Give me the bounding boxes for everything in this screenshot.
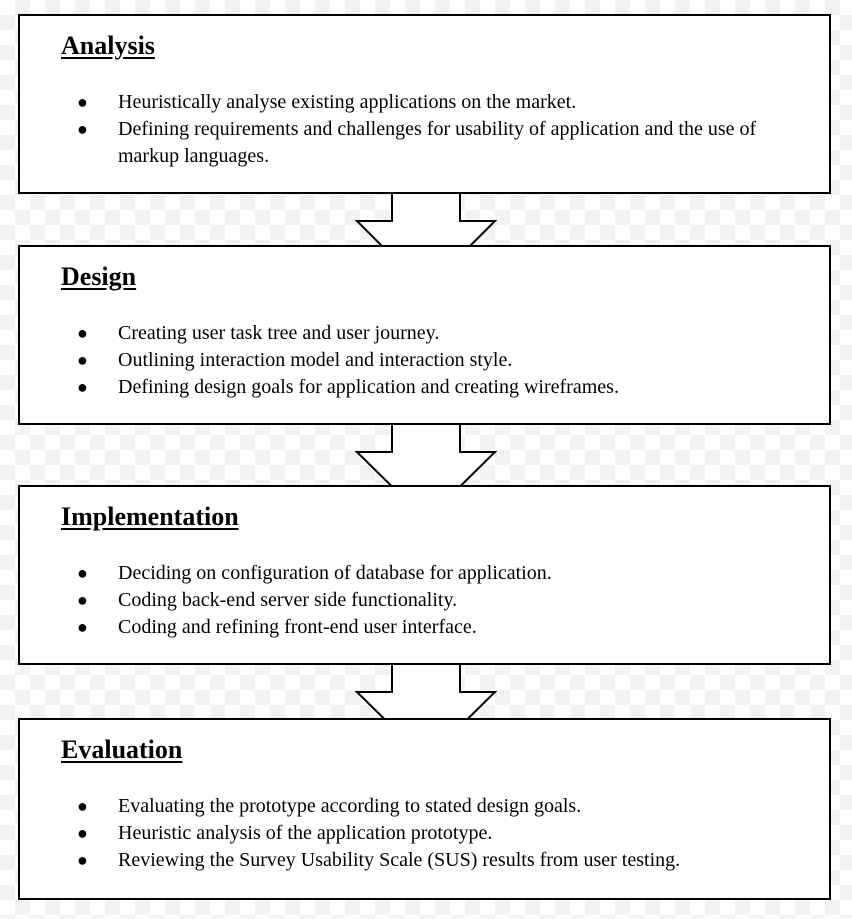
bullet-icon: ● — [77, 823, 88, 843]
bullet-text: Deciding on configuration of database fo… — [118, 562, 552, 584]
bullet-icon: ● — [77, 617, 88, 637]
stage-title-implementation: Implementation — [61, 502, 239, 531]
list-item: ● Heuristic analysis of the application p… — [20, 820, 779, 847]
bullet-list: ● Evaluating the prototype according to s… — [20, 793, 779, 874]
list-item: ● Reviewing the Survey Usability Scale (S… — [20, 847, 779, 874]
stage-implementation-box: Implementation ● Deciding on configuratio… — [18, 485, 831, 665]
bullet-icon: ● — [77, 323, 88, 343]
bullet-text: Defining design goals for application an… — [118, 376, 619, 398]
bullet-text: Heuristically analyse existing applicati… — [118, 91, 577, 113]
bullet-icon: ● — [77, 590, 88, 610]
stage-design-box: Design ● Creating user task tree and user… — [18, 245, 831, 425]
bullet-text: Reviewing the Survey Usability Scale (SU… — [118, 849, 681, 871]
list-item: ● Creating user task tree and user journe… — [20, 320, 779, 347]
bullet-text: Heuristic analysis of the application pr… — [118, 822, 493, 844]
bullet-list: ● Heuristically analyse existing applicat… — [20, 89, 779, 170]
list-item: ● Evaluating the prototype according to s… — [20, 793, 779, 820]
bullet-icon: ● — [77, 377, 88, 397]
bullet-icon: ● — [77, 563, 88, 583]
bullet-text: Creating user task tree and user journey… — [118, 322, 440, 344]
bullet-text: Coding and refining front-end user inter… — [118, 616, 477, 638]
bullet-text: Coding back-end server side functionalit… — [118, 589, 458, 611]
stage-title-analysis: Analysis — [61, 31, 155, 60]
stage-evaluation-box: Evaluation ● Evaluating the prototype acc… — [18, 718, 831, 900]
list-item: ● Coding back-end server side functionali… — [20, 587, 779, 614]
bullet-icon: ● — [77, 119, 88, 139]
bullet-list: ● Creating user task tree and user journe… — [20, 320, 779, 401]
stage-analysis-box: Analysis ● Heuristically analyse existing… — [18, 14, 831, 194]
list-item: ● Coding and refining front-end user inte… — [20, 614, 779, 641]
bullet-icon: ● — [77, 796, 88, 816]
bullet-list: ● Deciding on configuration of database f… — [20, 560, 779, 641]
bullet-text: Evaluating the prototype according to st… — [118, 795, 582, 817]
list-item: ● Defining design goals for application a… — [20, 374, 779, 401]
list-item: ● Outlining interaction model and interac… — [20, 347, 779, 374]
stage-title-evaluation: Evaluation — [61, 735, 183, 764]
list-item: ● Defining requirements and challenges fo… — [20, 116, 779, 170]
list-item: ● Deciding on configuration of database f… — [20, 560, 779, 587]
stage-title-design: Design — [61, 262, 137, 291]
bullet-icon: ● — [77, 350, 88, 370]
list-item: ● Heuristically analyse existing applicat… — [20, 89, 779, 116]
bullet-text: Outlining interaction model and interact… — [118, 349, 513, 371]
bullet-icon: ● — [77, 92, 88, 112]
bullet-icon: ● — [77, 850, 88, 870]
bullet-text: Defining requirements and challenges for… — [118, 118, 757, 167]
